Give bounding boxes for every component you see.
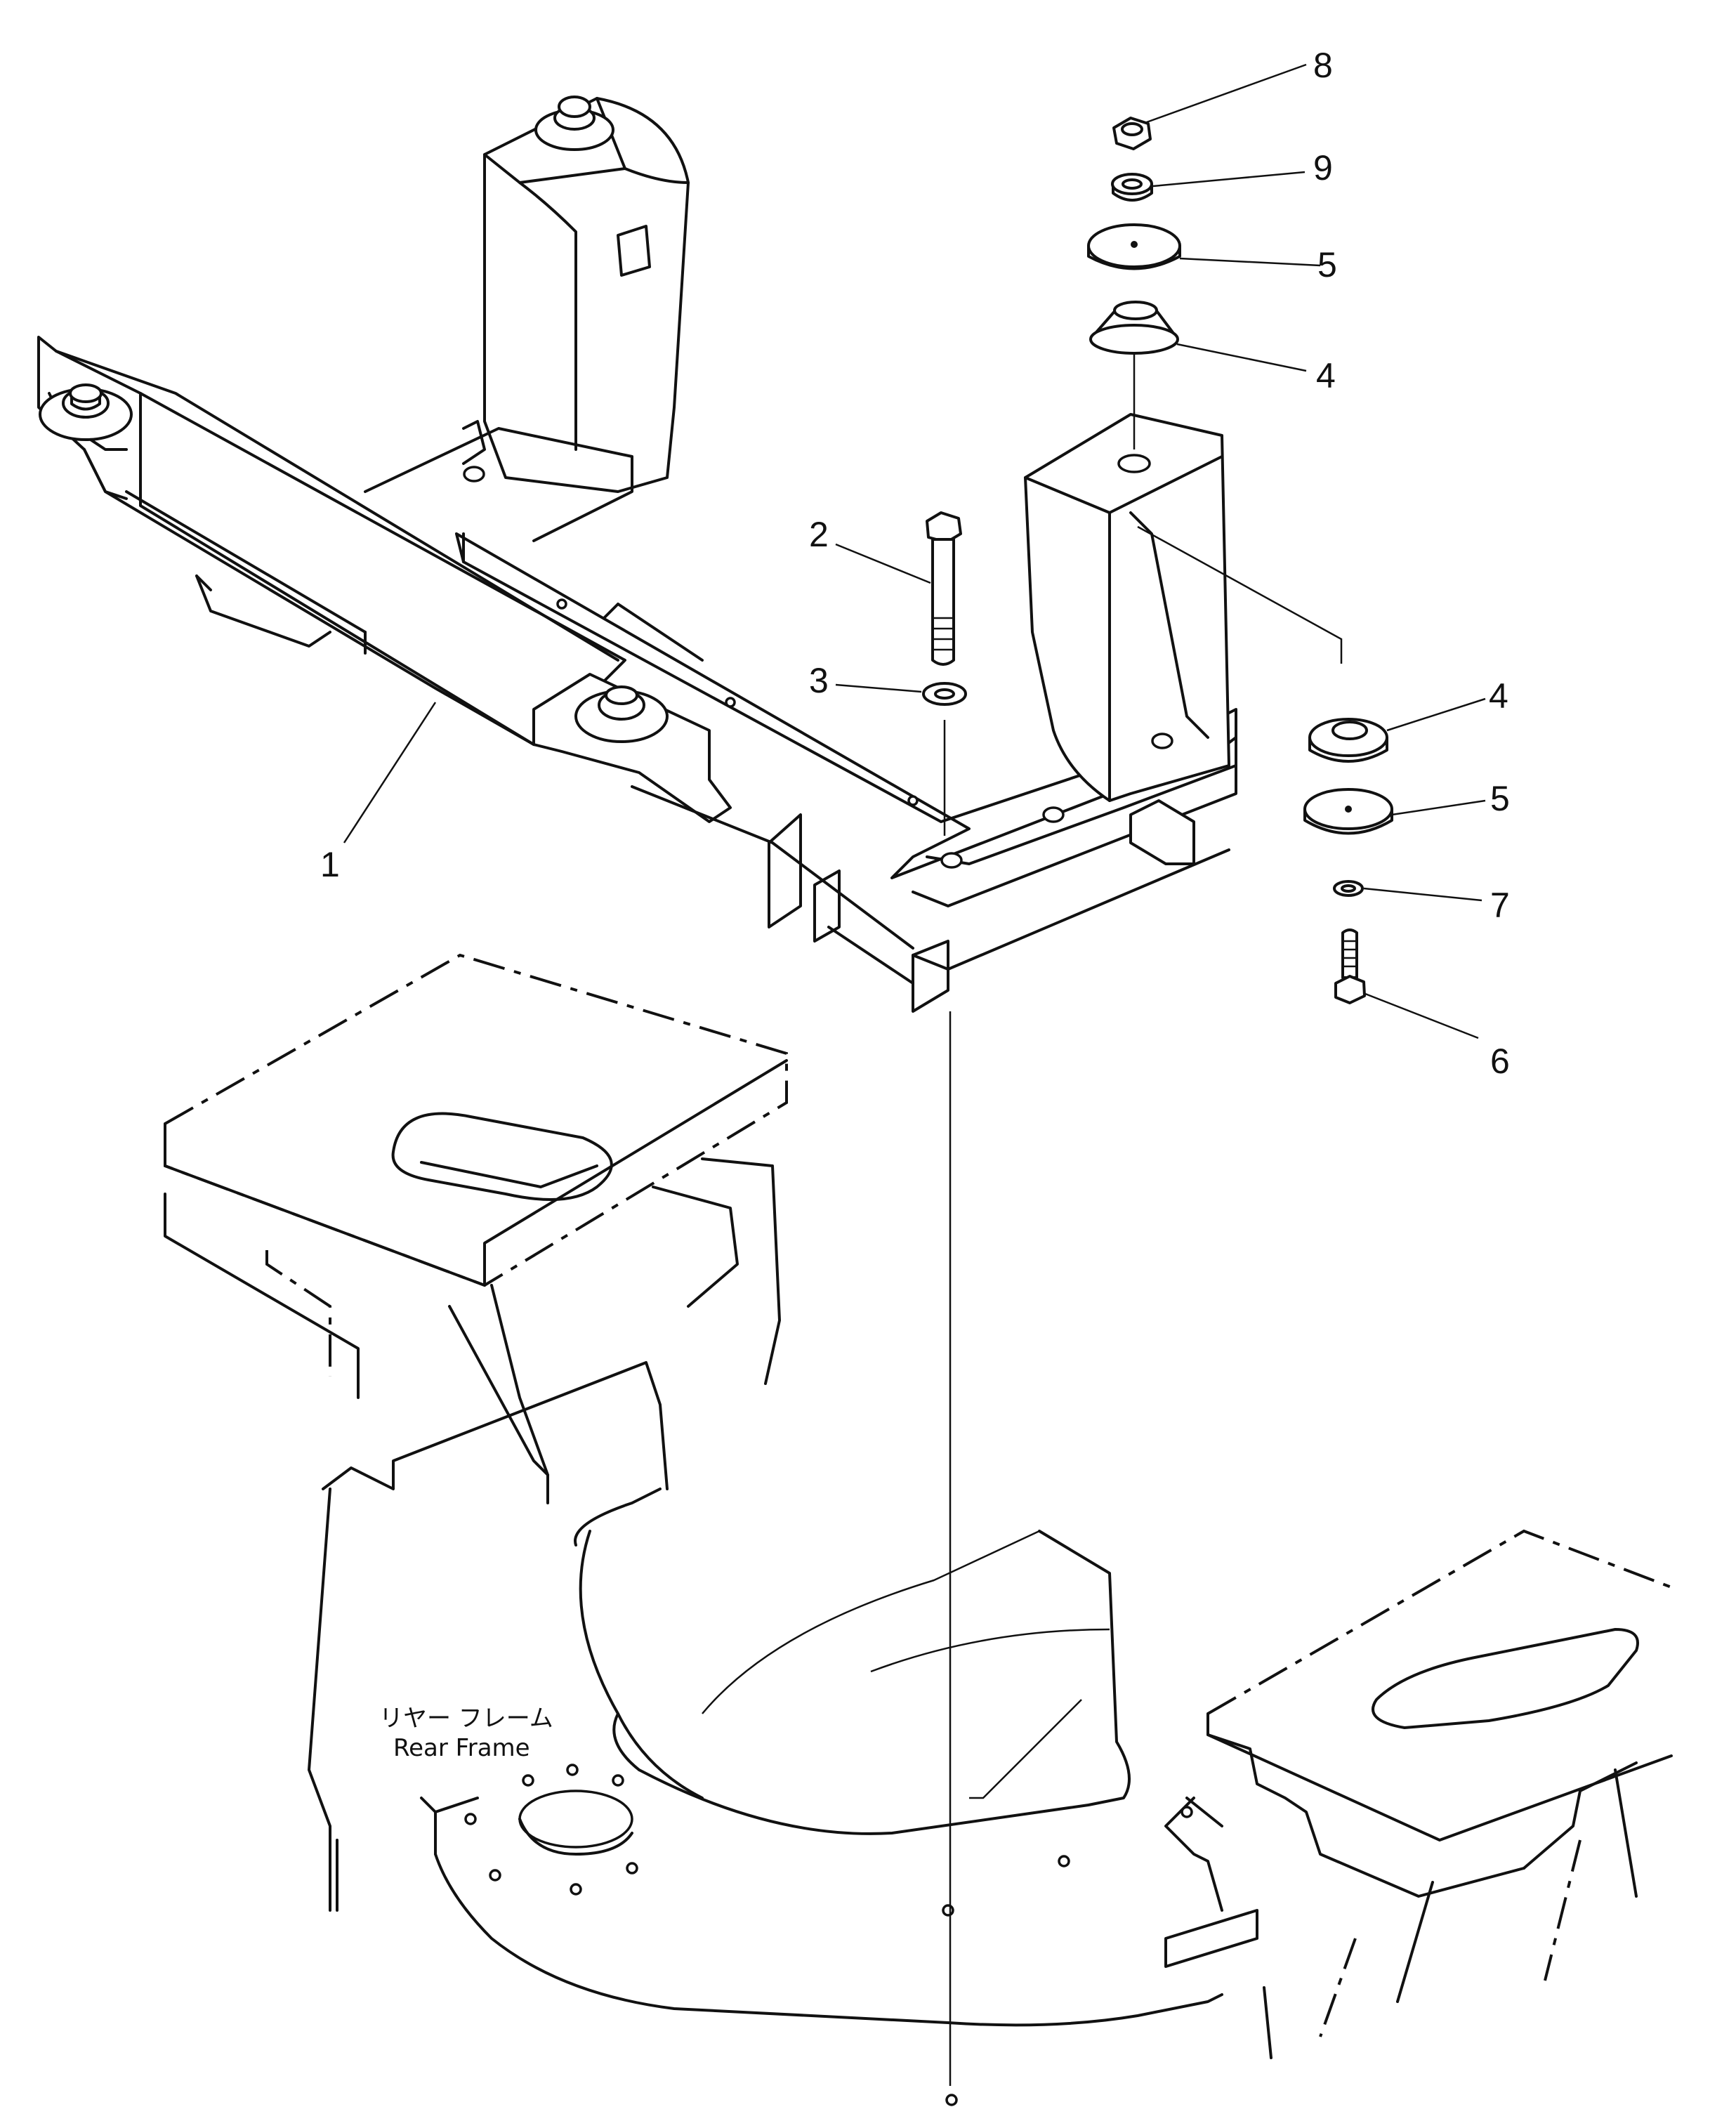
bolt-6 [1334,928,1366,1004]
nut-8 [1112,117,1152,150]
washer-7 [1333,880,1364,897]
washer-9 [1111,173,1153,202]
rubber-mount-4-top [1089,301,1179,355]
callout-8: 8 [1313,46,1333,85]
callouts: 1 2 3 4 4 5 5 6 7 8 9 [320,46,1510,1081]
callout-9: 9 [1313,148,1333,188]
callout-6: 6 [1490,1042,1510,1081]
callout-5-upper: 5 [1317,245,1337,284]
assembly-lines [343,63,1486,2086]
callout-3: 3 [809,661,829,700]
rear-frame-label-en: Rear Frame [393,1734,530,1762]
rubber-mount-4-lower [1308,718,1388,763]
callout-4-lower: 4 [1489,676,1508,716]
bolt-2 [926,511,962,666]
upper-frame [37,96,1237,1013]
plate-5-lower [1303,788,1393,835]
callout-7: 7 [1490,886,1510,925]
plate-5-top [1087,223,1181,270]
callout-2: 2 [809,515,829,554]
rear-frame-label: リヤー フレーム Rear Frame [379,1705,553,1762]
rear-frame [164,953,1673,2106]
callout-4-upper: 4 [1316,356,1336,395]
callout-1: 1 [320,845,340,884]
washer-3 [922,682,967,706]
callout-5-lower: 5 [1490,779,1510,818]
rear-frame-label-jp: リヤー フレーム [379,1705,553,1733]
